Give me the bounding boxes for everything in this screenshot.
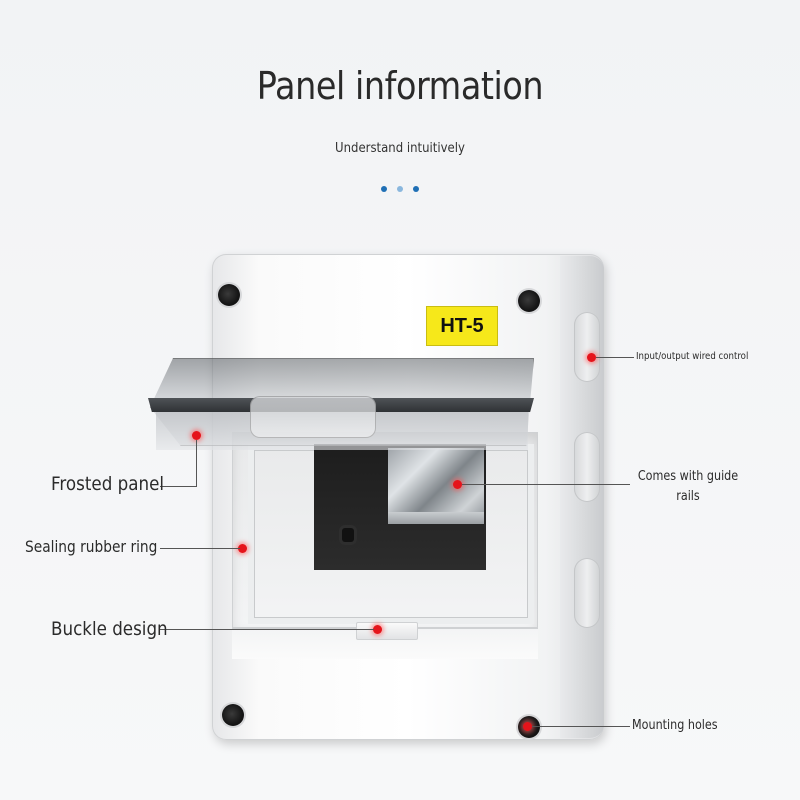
guide-rail [388,448,484,522]
sealing-ring-label: Sealing rubber ring [25,537,158,556]
page-title: Panel information [256,64,544,108]
mounting-hole-top-right [518,290,540,312]
model-label: HT-5 [426,306,498,346]
frosted-lid-tab [250,396,376,438]
guide-rails-label-line1: Comes with guide [637,469,739,484]
mounting-hole-top-left [218,284,240,306]
buckle-leader [160,629,374,630]
buckle [356,622,418,640]
mounting-holes-leader [532,726,630,727]
dot-2 [397,186,403,192]
knockout-1 [574,312,600,382]
guide-rail-bar [388,512,484,524]
mounting-holes-pin [523,722,532,731]
mounting-holes-label: Mounting holes [632,718,718,733]
frosted-panel-label: Frosted panel [51,473,165,495]
frosted-panel-pin [192,431,201,440]
guide-rails-leader [462,484,630,485]
frosted-panel-leader-v [196,440,197,486]
knockout-3 [574,558,600,628]
rail-screw [342,528,354,542]
guide-rails-label-line2: rails [676,489,700,504]
buckle-label: Buckle design [51,618,168,640]
frosted-panel-leader-h [160,486,197,487]
io-control-leader [596,357,634,358]
buckle-pin [373,625,382,634]
guide-rails-pin [453,480,462,489]
io-control-label: Input/output wired control [636,351,749,362]
guide-rails-label: Comes with guide rails [636,467,739,507]
sealing-ring-leader [160,548,240,549]
dot-3 [413,186,419,192]
page-subtitle: Understand intuitively [335,141,465,156]
io-control-pin [587,353,596,362]
mounting-hole-bottom-left [222,704,244,726]
pagination-dots [381,186,419,192]
dot-1 [381,186,387,192]
sealing-ring-pin [238,544,247,553]
knockout-2 [574,432,600,502]
